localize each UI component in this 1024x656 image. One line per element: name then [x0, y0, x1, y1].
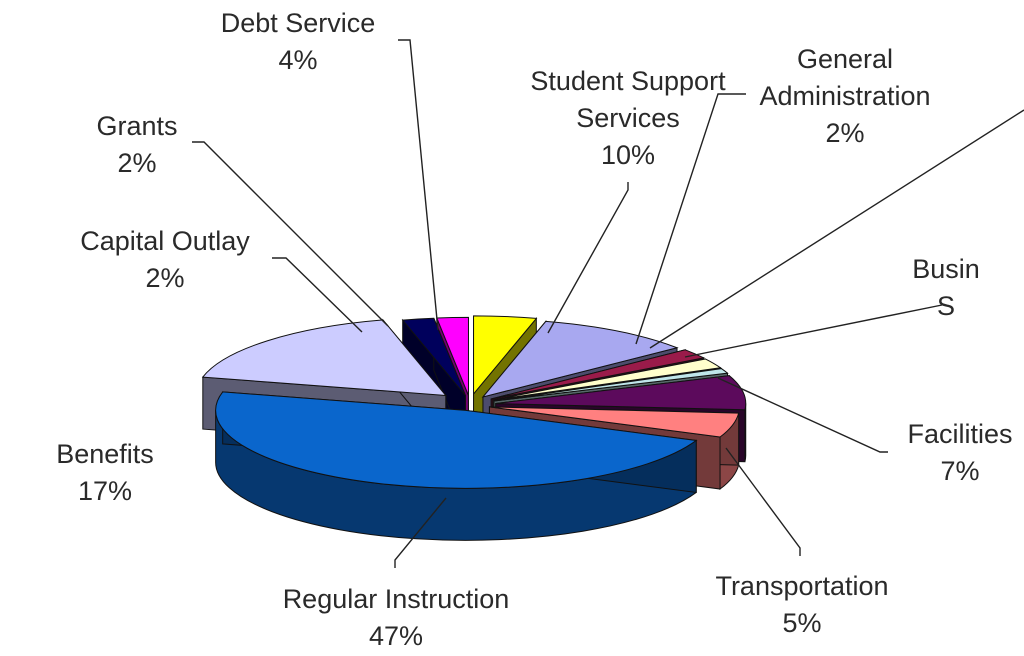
slice-name: Regular Instruction: [283, 584, 510, 614]
slice-label-8: Benefits 17%: [56, 439, 154, 506]
slice-label-7: Regular Instruction 47%: [283, 584, 510, 651]
slice-percent: 5%: [782, 608, 821, 638]
leader-line-2: [635, 93, 746, 345]
slice-name: Grants: [96, 111, 177, 141]
leader-line-6: [725, 447, 801, 556]
pie-slice-top-7: [215, 391, 698, 489]
slice-name: Busin: [912, 254, 980, 284]
pie-slice-top-9: [401, 317, 466, 396]
slice-name: Student Support: [530, 66, 726, 96]
leader-line-3: [649, 109, 1024, 349]
pie-slice-top-0: [473, 315, 538, 396]
slice-label-0: Debt Service 4%: [221, 8, 376, 75]
pie-slices: [201, 315, 747, 541]
slice-label-10: Grants 2%: [96, 111, 177, 178]
pie-slice-top-2: [491, 349, 706, 400]
slice-percent: 7%: [940, 456, 979, 486]
pie-slice-top-3: [492, 358, 722, 401]
slice-label-9: Capital Outlay 2%: [80, 226, 250, 293]
leader-line-9: [272, 257, 363, 333]
slice-percent: 2%: [117, 148, 156, 178]
slice-percent: 2%: [825, 118, 864, 148]
pie-slice-top-4: [493, 368, 729, 402]
slice-label-6: Transportation 5%: [715, 571, 888, 638]
pie-slice-top-1: [481, 320, 679, 398]
slice-percent: 2%: [145, 263, 184, 293]
leader-line-10: [192, 141, 389, 327]
slice-name: Debt Service: [221, 8, 376, 38]
pie-slice-7: [215, 391, 698, 541]
leader-lines: [192, 39, 1024, 568]
slice-percent: 10%: [601, 140, 655, 170]
slice-percent: S: [937, 291, 955, 321]
pie-slice-top-6: [489, 406, 740, 438]
slice-name: Services: [576, 103, 680, 133]
slice-percent: 4%: [278, 45, 317, 75]
leader-line-4: [684, 304, 943, 358]
leader-line-5: [717, 377, 888, 453]
slice-name: Facilities: [907, 419, 1012, 449]
pie-slice-top-8: [201, 319, 447, 397]
slice-name: Transportation: [715, 571, 888, 601]
slice-name: Capital Outlay: [80, 226, 250, 256]
leader-line-7: [394, 497, 447, 568]
slice-percent: 47%: [369, 621, 423, 651]
leader-line-1: [547, 182, 629, 334]
slice-name: Benefits: [56, 439, 154, 469]
leader-line-0: [398, 39, 439, 331]
slice-name: Administration: [759, 81, 930, 111]
pie-slice-top-5: [495, 375, 747, 411]
slice-label-5: Facilities 7%: [907, 419, 1012, 486]
slice-name: General: [797, 44, 893, 74]
slice-percent: 17%: [78, 476, 132, 506]
